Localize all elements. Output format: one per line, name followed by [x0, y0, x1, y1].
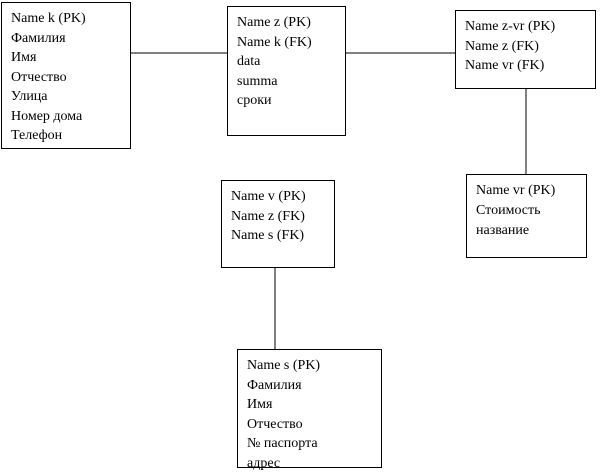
field-list: Name z-vr (PK) Name z (FK) Name vr (FK) [465, 17, 555, 76]
field-list: Name v (PK) Name z (FK) Name s (FK) [231, 187, 306, 246]
entity-orders: Name z (PK) Name k (FK) data summa сроки [227, 6, 346, 136]
field: Отчество [247, 415, 320, 435]
entity-works: Name vr (PK) Стоимость название [466, 174, 587, 258]
field-foreign-key: Name z (FK) [465, 37, 555, 57]
field: Фамилия [11, 29, 86, 49]
field: Улица [11, 87, 86, 107]
field: Телефон [11, 126, 86, 146]
entity-staff: Name s (PK) Фамилия Имя Отчество № паспо… [237, 349, 382, 468]
field-primary-key: Name v (PK) [231, 187, 306, 207]
field-primary-key: Name s (PK) [247, 356, 320, 376]
field: data [237, 52, 312, 72]
entity-vehicles: Name v (PK) Name z (FK) Name s (FK) [221, 180, 335, 268]
field: Фамилия [247, 376, 320, 396]
field-primary-key: Name vr (PK) [476, 181, 555, 201]
field: summa [237, 72, 312, 92]
field: адрес [247, 454, 320, 473]
field-foreign-key: Name k (FK) [237, 33, 312, 53]
field: Отчество [11, 68, 86, 88]
field: название [476, 221, 555, 241]
field-list: Name s (PK) Фамилия Имя Отчество № паспо… [247, 356, 320, 473]
field-list: Name z (PK) Name k (FK) data summa сроки [237, 13, 312, 111]
field-primary-key: Name z (PK) [237, 13, 312, 33]
field-foreign-key: Name s (FK) [231, 226, 306, 246]
field-foreign-key: Name z (FK) [231, 207, 306, 227]
entity-order-works: Name z-vr (PK) Name z (FK) Name vr (FK) [455, 10, 596, 89]
field-list: Name k (PK) Фамилия Имя Отчество Улица Н… [11, 9, 86, 146]
field-list: Name vr (PK) Стоимость название [476, 181, 555, 241]
field: Имя [247, 395, 320, 415]
entity-clients: Name k (PK) Фамилия Имя Отчество Улица Н… [1, 2, 131, 149]
field: Стоимость [476, 201, 555, 221]
field-primary-key: Name z-vr (PK) [465, 17, 555, 37]
field: сроки [237, 91, 312, 111]
field: Имя [11, 48, 86, 68]
field-primary-key: Name k (PK) [11, 9, 86, 29]
field: № паспорта [247, 434, 320, 454]
field: Номер дома [11, 107, 86, 127]
field-foreign-key: Name vr (FK) [465, 56, 555, 76]
